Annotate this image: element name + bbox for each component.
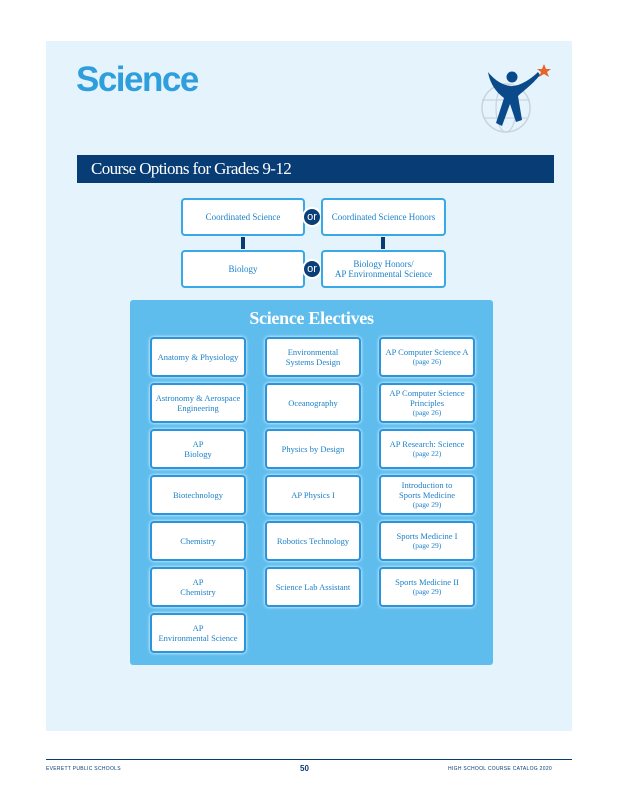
elective-ap-biology: AP Biology (150, 429, 246, 469)
elective-sports-medicine-2: Sports Medicine II (page 29) (379, 567, 475, 607)
elective-ap-environmental-science: AP Environmental Science (150, 613, 246, 653)
elective-ap-computer-science-principles: AP Computer Science Principles (page 26) (379, 383, 475, 423)
coordinated-science-box: Coordinated Science (181, 198, 305, 236)
coordinated-science-honors-box: Coordinated Science Honors (321, 198, 446, 236)
district-logo (481, 64, 551, 133)
elective-chemistry: Chemistry (150, 521, 246, 561)
biology-box: Biology (181, 250, 305, 288)
page-reference: (page 29) (412, 541, 442, 550)
banner-text: Course Options for Grades 9-12 (91, 159, 292, 178)
elective-biotechnology: Biotechnology (150, 475, 246, 515)
coordinated-science-honors-label: Coordinated Science Honors (331, 212, 436, 222)
elective-sports-medicine-1: Sports Medicine I (page 29) (379, 521, 475, 561)
footer-district: EVERETT PUBLIC SCHOOLS (46, 766, 121, 772)
elective-oceanography: Oceanography (265, 383, 361, 423)
elective-ap-research-science: AP Research: Science (page 22) (379, 429, 475, 469)
elective-ap-computer-science-a: AP Computer Science A (page 26) (379, 337, 475, 377)
elective-astronomy-aerospace: Astronomy & Aerospace Engineering (150, 383, 246, 423)
ap-environmental-label: AP Environmental Science (334, 269, 433, 279)
course-options-banner: Course Options for Grades 9-12 (77, 155, 554, 183)
elective-robotics-technology: Robotics Technology (265, 521, 361, 561)
elective-environmental-systems-design: Environmental Systems Design (265, 337, 361, 377)
page-reference: (page 26) (412, 357, 442, 366)
connector-right (381, 237, 385, 249)
electives-title: Science Electives (249, 308, 374, 328)
or-badge-row2: or (302, 259, 322, 279)
page-reference: (page 29) (412, 587, 442, 596)
page-title: Science (76, 60, 199, 99)
footer-rule (46, 759, 572, 760)
elective-anatomy-physiology: Anatomy & Physiology (150, 337, 246, 377)
elective-physics-by-design: Physics by Design (265, 429, 361, 469)
coordinated-science-label: Coordinated Science (205, 212, 281, 222)
page-reference: (page 29) (412, 500, 442, 509)
page-reference: (page 22) (412, 449, 442, 458)
science-electives-panel: Science Electives Anatomy & Physiology A… (130, 300, 493, 665)
biology-honors-box: Biology Honors/ AP Environmental Science (321, 250, 446, 288)
elective-ap-chemistry: AP Chemistry (150, 567, 246, 607)
connector-left (241, 237, 245, 249)
page-reference: (page 26) (412, 408, 442, 417)
elective-ap-physics-1: AP Physics I (265, 475, 361, 515)
biology-honors-label: Biology Honors/ (353, 259, 414, 269)
footer-catalog: HIGH SCHOOL COURSE CATALOG 2020 (448, 766, 552, 772)
or-badge-row1: or (302, 207, 322, 227)
elective-science-lab-assistant: Science Lab Assistant (265, 567, 361, 607)
elective-intro-sports-medicine: Introduction to Sports Medicine (page 29… (379, 475, 475, 515)
biology-label: Biology (228, 264, 258, 274)
page-number: 50 (300, 764, 309, 773)
